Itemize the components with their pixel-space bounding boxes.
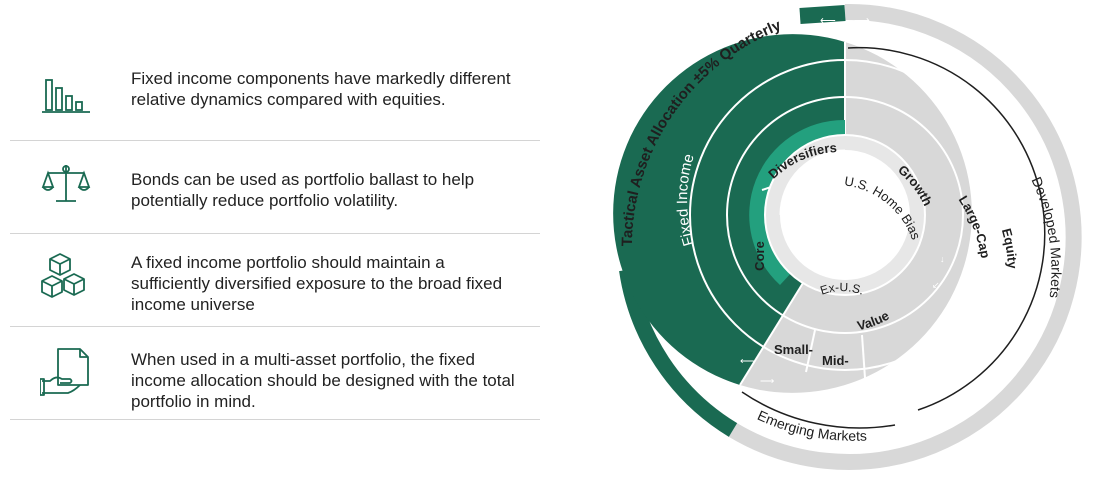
hand-document-icon bbox=[40, 348, 89, 396]
point-text: When used in a multi-asset portfolio, th… bbox=[131, 350, 515, 411]
list-item: When used in a multi-asset portfolio, th… bbox=[10, 327, 540, 420]
point-text: Fixed income components have markedly di… bbox=[131, 69, 511, 109]
point-text: Bonds can be used as portfolio ballast t… bbox=[131, 170, 475, 210]
emerging-markets-bracket bbox=[741, 391, 896, 429]
fixed-income-segment bbox=[613, 34, 845, 386]
developed-markets-label: Developed Markets bbox=[1029, 174, 1065, 299]
key-points-list: Fixed income components have markedly di… bbox=[10, 48, 540, 420]
inner-arrow-icon: ↓ bbox=[940, 254, 945, 264]
stacked-cubes-icon bbox=[41, 253, 85, 298]
inner-arrow-icon: ↙ bbox=[932, 280, 940, 290]
right-arrow-icon: ⟶ bbox=[854, 15, 870, 27]
tactical-band-green bbox=[619, 268, 738, 437]
list-item: Fixed income components have markedly di… bbox=[10, 48, 540, 141]
balance-scale-icon bbox=[41, 165, 91, 202]
left-arrow-icon: ⟵ bbox=[820, 15, 836, 27]
developed-markets-bracket bbox=[847, 46, 1046, 411]
emerging-markets-label: Emerging Markets bbox=[755, 407, 867, 444]
tactical-band-gray bbox=[728, 3, 1082, 470]
segment-arrow-icon: ⟶ bbox=[760, 376, 774, 387]
list-item: A fixed income portfolio should maintain… bbox=[10, 234, 540, 327]
tactical-band-top-green bbox=[799, 5, 846, 24]
equity-label: Equity bbox=[999, 227, 1020, 270]
core-label: Core bbox=[752, 241, 767, 271]
point-text: A fixed income portfolio should maintain… bbox=[131, 253, 503, 314]
small-label: Small- bbox=[774, 342, 813, 357]
list-item: Bonds can be used as portfolio ballast t… bbox=[10, 141, 540, 234]
bar-chart-icon bbox=[42, 79, 90, 113]
segment-arrow-icon: ⟵ bbox=[740, 356, 754, 367]
mid-label: Mid- bbox=[822, 353, 849, 368]
ex-us-label: Ex-U.S. bbox=[818, 280, 866, 298]
